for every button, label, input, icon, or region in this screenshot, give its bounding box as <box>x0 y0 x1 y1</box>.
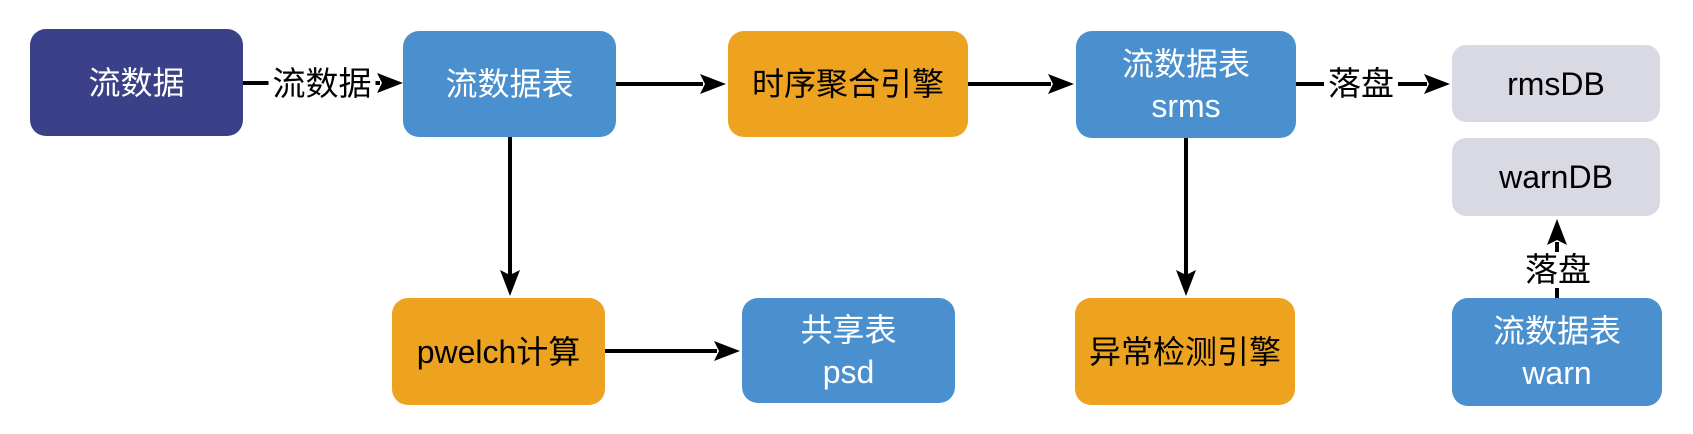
arrowhead-down-icon <box>1176 270 1196 296</box>
node-rms-db-label: rmsDB <box>1507 65 1605 102</box>
node-srms-table-sublabel: srms <box>1151 87 1221 124</box>
edge-stream-table-to-pwelch <box>500 137 520 296</box>
edge-pwelch-to-psd-table <box>605 341 740 361</box>
node-psd-table-label: 共享表 <box>800 311 897 348</box>
node-ts-agg-engine-label: 时序聚合引擎 <box>751 66 944 102</box>
edge-label-persist-warn: 落盘 <box>1521 252 1595 288</box>
arrowhead-right-icon <box>1048 74 1074 94</box>
node-source-label: 流数据 <box>88 64 185 101</box>
node-anomaly-engine: 异常检测引擎 <box>1075 298 1295 405</box>
arrowhead-right-icon <box>700 74 726 94</box>
node-psd-table: 共享表 psd <box>742 298 955 403</box>
node-stream-table: 流数据表 <box>403 31 616 137</box>
node-source: 流数据 <box>30 29 243 136</box>
node-warn-table-label: 流数据表 <box>1492 313 1621 349</box>
node-warn-table: 流数据表 warn <box>1452 298 1662 406</box>
node-anomaly-engine-label: 异常检测引擎 <box>1088 333 1281 370</box>
node-warn-db: warnDB <box>1452 138 1660 216</box>
arrowhead-down-icon <box>500 270 520 296</box>
node-stream-table-label: 流数据表 <box>445 66 574 102</box>
node-psd-table-sublabel: psd <box>822 353 875 390</box>
node-ts-agg-engine: 时序聚合引擎 <box>728 31 968 137</box>
node-warn-table-sublabel: warn <box>1522 355 1592 391</box>
arrowhead-up-icon <box>1547 219 1567 245</box>
node-warn-db-label: warnDB <box>1499 159 1613 195</box>
node-pwelch-label: pwelch计算 <box>416 333 581 370</box>
edge-srms-table-to-anomaly <box>1176 138 1196 296</box>
edge-ts-agg-to-srms-table <box>968 74 1074 94</box>
arrowhead-right-icon <box>714 341 740 361</box>
node-srms-table: 流数据表 srms <box>1076 31 1296 138</box>
node-rms-db: rmsDB <box>1452 45 1660 122</box>
edge-label-persist-rms: 落盘 <box>1324 66 1398 102</box>
node-srms-table-label: 流数据表 <box>1121 45 1250 82</box>
node-pwelch: pwelch计算 <box>392 298 605 405</box>
arrowhead-right-icon <box>1424 74 1450 94</box>
edge-stream-table-to-ts-agg <box>616 74 726 94</box>
edge-label-stream-data: 流数据 <box>268 66 376 102</box>
arrowhead-right-icon <box>377 73 403 93</box>
